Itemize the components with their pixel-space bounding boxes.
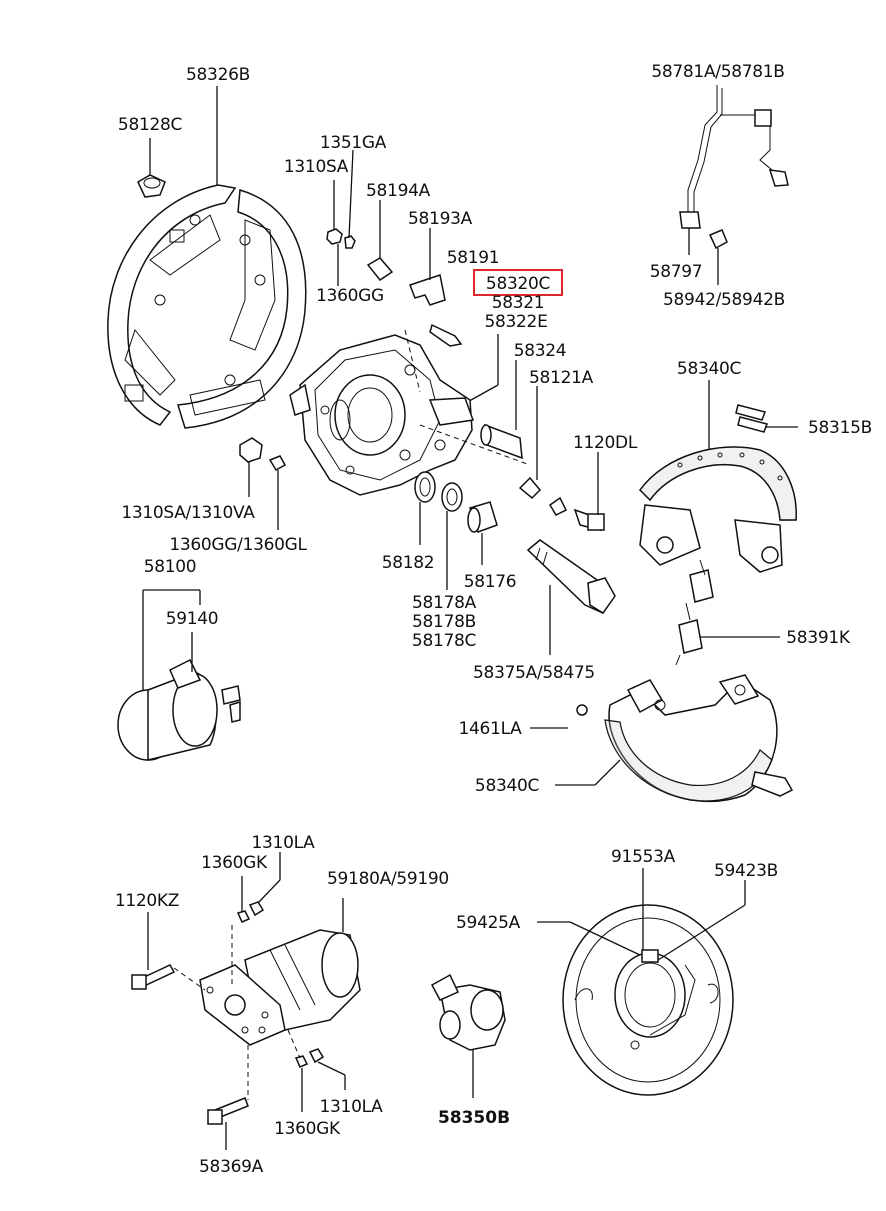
dust-shield-part (562, 904, 734, 1096)
brake-shoe-top-part (639, 446, 797, 573)
nuts-top-part (236, 901, 265, 923)
label-58182: 58182 (382, 553, 435, 573)
label-59140: 59140 (166, 609, 219, 629)
label-1360GK-bottom: 1360GK (274, 1119, 341, 1139)
label-1310LA-bottom: 1310LA (320, 1097, 384, 1117)
label-58178A: 58178A (412, 593, 477, 613)
clip-58121A-part (518, 476, 568, 516)
label-91553A: 91553A (611, 847, 676, 867)
label-1360GK-top: 1360GK (201, 853, 268, 873)
label-59425A: 59425A (456, 913, 521, 933)
nuts-left-part (239, 437, 287, 472)
label-58320C[interactable]: 58320C (486, 274, 550, 294)
camshaft-part (526, 539, 616, 615)
label-58391K: 58391K (786, 628, 851, 648)
label-1120KZ: 1120KZ (115, 891, 179, 911)
label-58193A: 58193A (408, 209, 473, 229)
label-1310SA-1310VA: 1310SA/1310VA (121, 503, 255, 523)
label-1360GG: 1360GG (316, 286, 384, 306)
rivets-part (735, 404, 768, 433)
bolt-1120KZ-part (131, 964, 176, 990)
label-58128C: 58128C (118, 115, 182, 135)
pin-58324-part (480, 423, 523, 460)
label-58326B: 58326B (186, 65, 250, 85)
slack-adjuster-part (430, 973, 506, 1051)
label-59180A: 59180A/59190 (327, 869, 449, 889)
label-58375A: 58375A/58475 (473, 663, 595, 683)
label-1351GA: 1351GA (320, 133, 387, 153)
label-58100: 58100 (144, 557, 197, 577)
label-58176: 58176 (464, 572, 517, 592)
springs-part (675, 559, 714, 666)
label-58178B: 58178B (412, 612, 476, 632)
label-59423B: 59423B (714, 861, 778, 881)
highlight-box (473, 269, 563, 296)
label-58797: 58797 (650, 262, 703, 282)
washer-58942-part (708, 229, 728, 250)
clip-part (409, 274, 446, 306)
label-1360GG-1360GL: 1360GG/1360GL (169, 535, 307, 555)
bleeder-screw-part (366, 200, 394, 282)
bolt-1120DL-part (573, 508, 605, 532)
label-1461LA: 1461LA (459, 719, 523, 739)
label-58324: 58324 (514, 341, 567, 361)
label-58315B: 58315B (808, 418, 872, 438)
label-58178C: 58178C (412, 631, 476, 651)
wheel-cylinder-housing-part (289, 334, 475, 496)
label-1120DL: 1120DL (573, 433, 638, 453)
small-nuts-part (326, 228, 356, 249)
bolt-58191-part (429, 323, 463, 347)
label-58350B: 58350B (438, 1108, 510, 1128)
washer-1461LA-part (576, 704, 588, 716)
brake-shoe-bottom-part (604, 674, 794, 803)
nuts-bottom-part (294, 1048, 325, 1068)
brake-line-part (679, 85, 789, 229)
label-58781: 58781A/58781B (651, 62, 784, 82)
label-58369A: 58369A (199, 1157, 264, 1177)
actuator-part (199, 929, 361, 1046)
label-1310SA: 1310SA (284, 157, 349, 177)
label-58942: 58942/58942B (663, 290, 785, 310)
label-58121A: 58121A (529, 368, 594, 388)
label-58194A: 58194A (366, 181, 431, 201)
label-58340C-top: 58340C (677, 359, 741, 379)
label-58321: 58321 (492, 293, 545, 313)
label-1310LA-top: 1310LA (252, 833, 316, 853)
backing-plate-part (107, 184, 307, 429)
grommet-part (137, 174, 166, 198)
label-58322E: 58322E (484, 312, 547, 332)
seals-part (414, 471, 498, 533)
bolt-58369A-part (207, 1097, 249, 1125)
label-58191: 58191 (447, 248, 500, 268)
label-58340C-bottom: 58340C (475, 776, 539, 796)
brake-chamber-part (117, 658, 241, 761)
